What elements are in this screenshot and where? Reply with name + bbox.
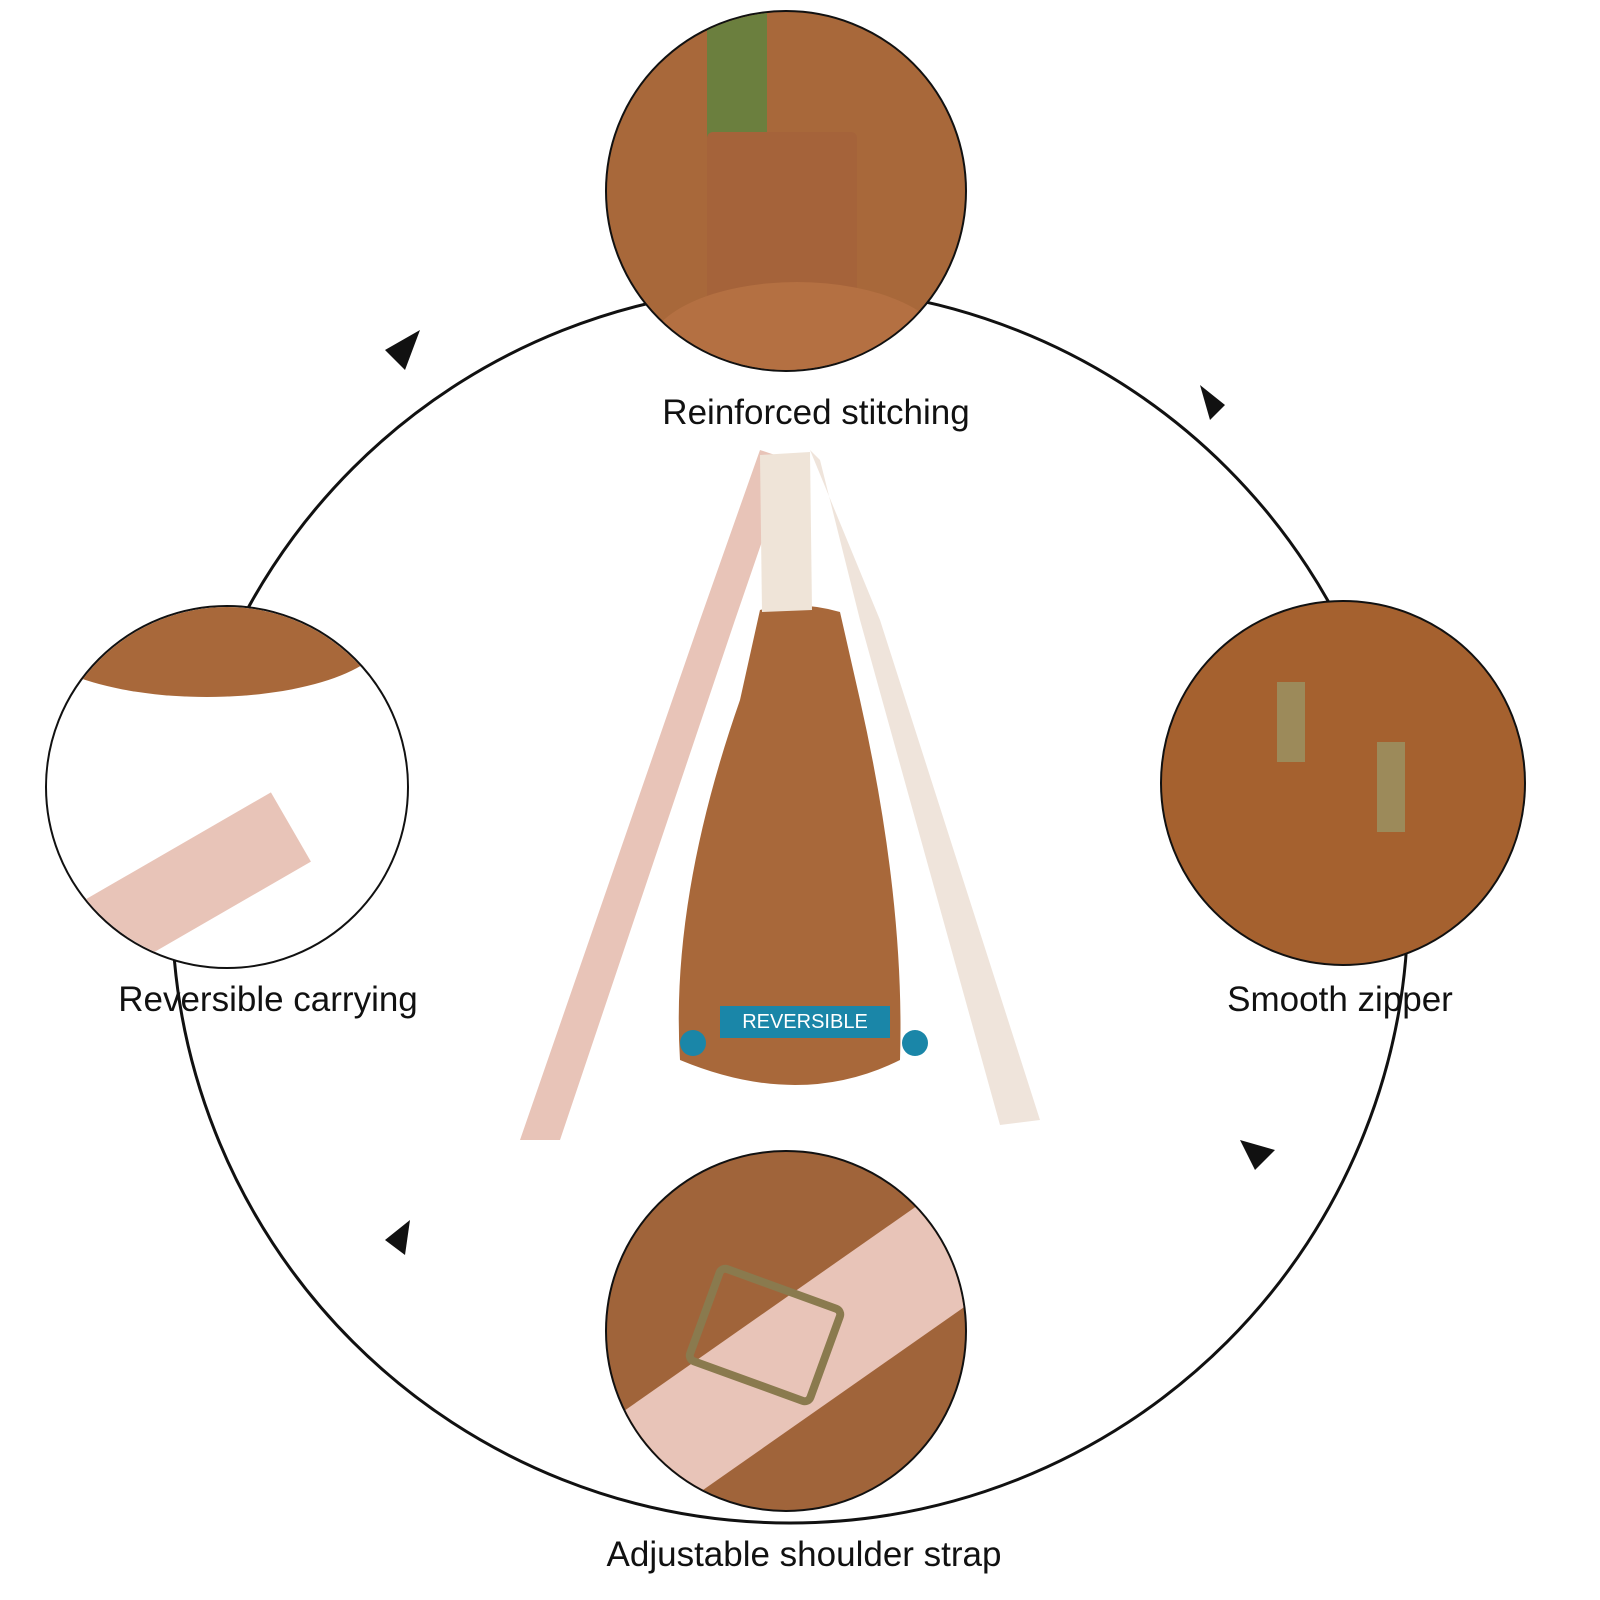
arrow-icon [1240, 1140, 1275, 1170]
detail-circle-right [1160, 600, 1526, 966]
feature-label-left: Reversible carrying [118, 980, 418, 1019]
detail-circle-left [45, 605, 409, 969]
detail-circle-bottom [605, 1150, 967, 1512]
arrow-icon [1200, 385, 1225, 420]
attachment-point-left [680, 1030, 706, 1056]
feature-label-top: Reinforced stitching [662, 393, 970, 432]
feature-label-right: Smooth zipper [1227, 980, 1453, 1019]
reversible-badge: REVERSIBLE [720, 1006, 890, 1038]
attachment-point-right [902, 1030, 928, 1056]
feature-label-bottom: Adjustable shoulder strap [606, 1535, 1002, 1574]
detail-circle-top [605, 10, 967, 372]
arrow-icon [385, 330, 420, 370]
arrow-icon [385, 1220, 410, 1255]
sling-bag-image [520, 450, 1040, 1140]
